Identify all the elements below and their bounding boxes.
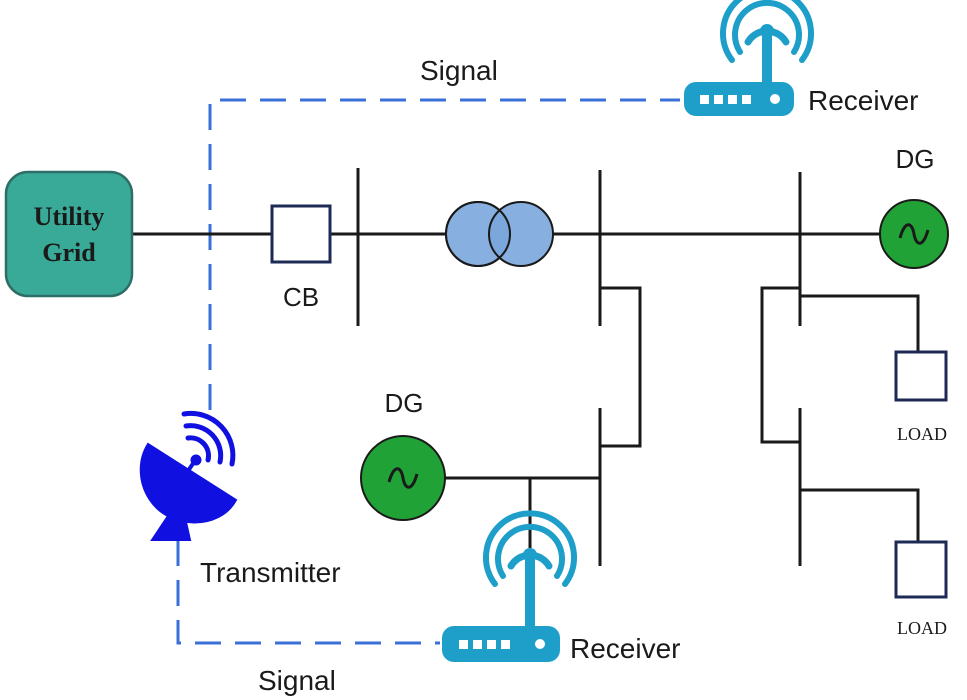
dish-stand bbox=[150, 514, 192, 541]
load-1-box bbox=[894, 350, 948, 402]
load-2-label: LOAD bbox=[897, 618, 947, 638]
signal-line-top bbox=[208, 98, 680, 410]
utility-grid-label-line1: Utility bbox=[34, 202, 105, 231]
antenna-mast bbox=[762, 34, 772, 84]
router-body-icon bbox=[684, 82, 794, 116]
receiver-top: Receiver bbox=[684, 0, 918, 116]
sine-wave-icon bbox=[387, 467, 419, 489]
load-1: LOAD bbox=[894, 350, 948, 444]
bus-connector-3-5 bbox=[760, 286, 800, 444]
utility-grid-label-line2: Grid bbox=[42, 238, 96, 267]
receiver-bottom-label: Receiver bbox=[570, 633, 680, 664]
dg-top-label: DG bbox=[896, 144, 935, 174]
circuit-breaker: CB bbox=[270, 204, 332, 312]
utility-grid: Utility Grid bbox=[4, 170, 134, 298]
transformer-coil-1-outline bbox=[445, 201, 511, 267]
utility-grid-box bbox=[4, 170, 134, 298]
transformer-coil-2 bbox=[488, 201, 554, 267]
cb-label: CB bbox=[283, 282, 319, 312]
router-lights bbox=[700, 94, 780, 104]
transmitter-label: Transmitter bbox=[200, 557, 341, 588]
signal-lines bbox=[176, 98, 680, 645]
transmitter: Transmitter bbox=[139, 410, 341, 588]
bus-connector-2-4 bbox=[600, 286, 642, 448]
dg-mid: DG bbox=[360, 388, 446, 521]
receiver-bottom: Receiver bbox=[442, 510, 680, 664]
load-2: LOAD bbox=[894, 540, 948, 638]
receiver-top-label: Receiver bbox=[808, 85, 918, 116]
power-wires bbox=[132, 168, 920, 566]
dg-mid-label: DG bbox=[385, 388, 424, 418]
load-1-label: LOAD bbox=[897, 424, 947, 444]
signal-waves-icon bbox=[181, 410, 236, 467]
satellite-dish-icon bbox=[139, 442, 238, 524]
signal-top-label: Signal bbox=[420, 55, 498, 86]
transformer bbox=[445, 201, 554, 267]
antenna-mast bbox=[525, 558, 535, 628]
load-1-feed bbox=[800, 294, 920, 352]
signal-bottom-label: Signal bbox=[258, 665, 336, 696]
load-2-feed bbox=[800, 488, 920, 542]
signal-line-bottom bbox=[176, 540, 440, 645]
dish-feed-arm bbox=[176, 460, 196, 488]
router-lights bbox=[459, 639, 545, 649]
sine-wave-icon bbox=[898, 223, 930, 245]
circuit-breaker-box bbox=[270, 204, 332, 264]
load-2-box bbox=[894, 540, 948, 599]
dg-top: DG bbox=[879, 144, 949, 269]
dish-feed-tip bbox=[190, 454, 202, 466]
